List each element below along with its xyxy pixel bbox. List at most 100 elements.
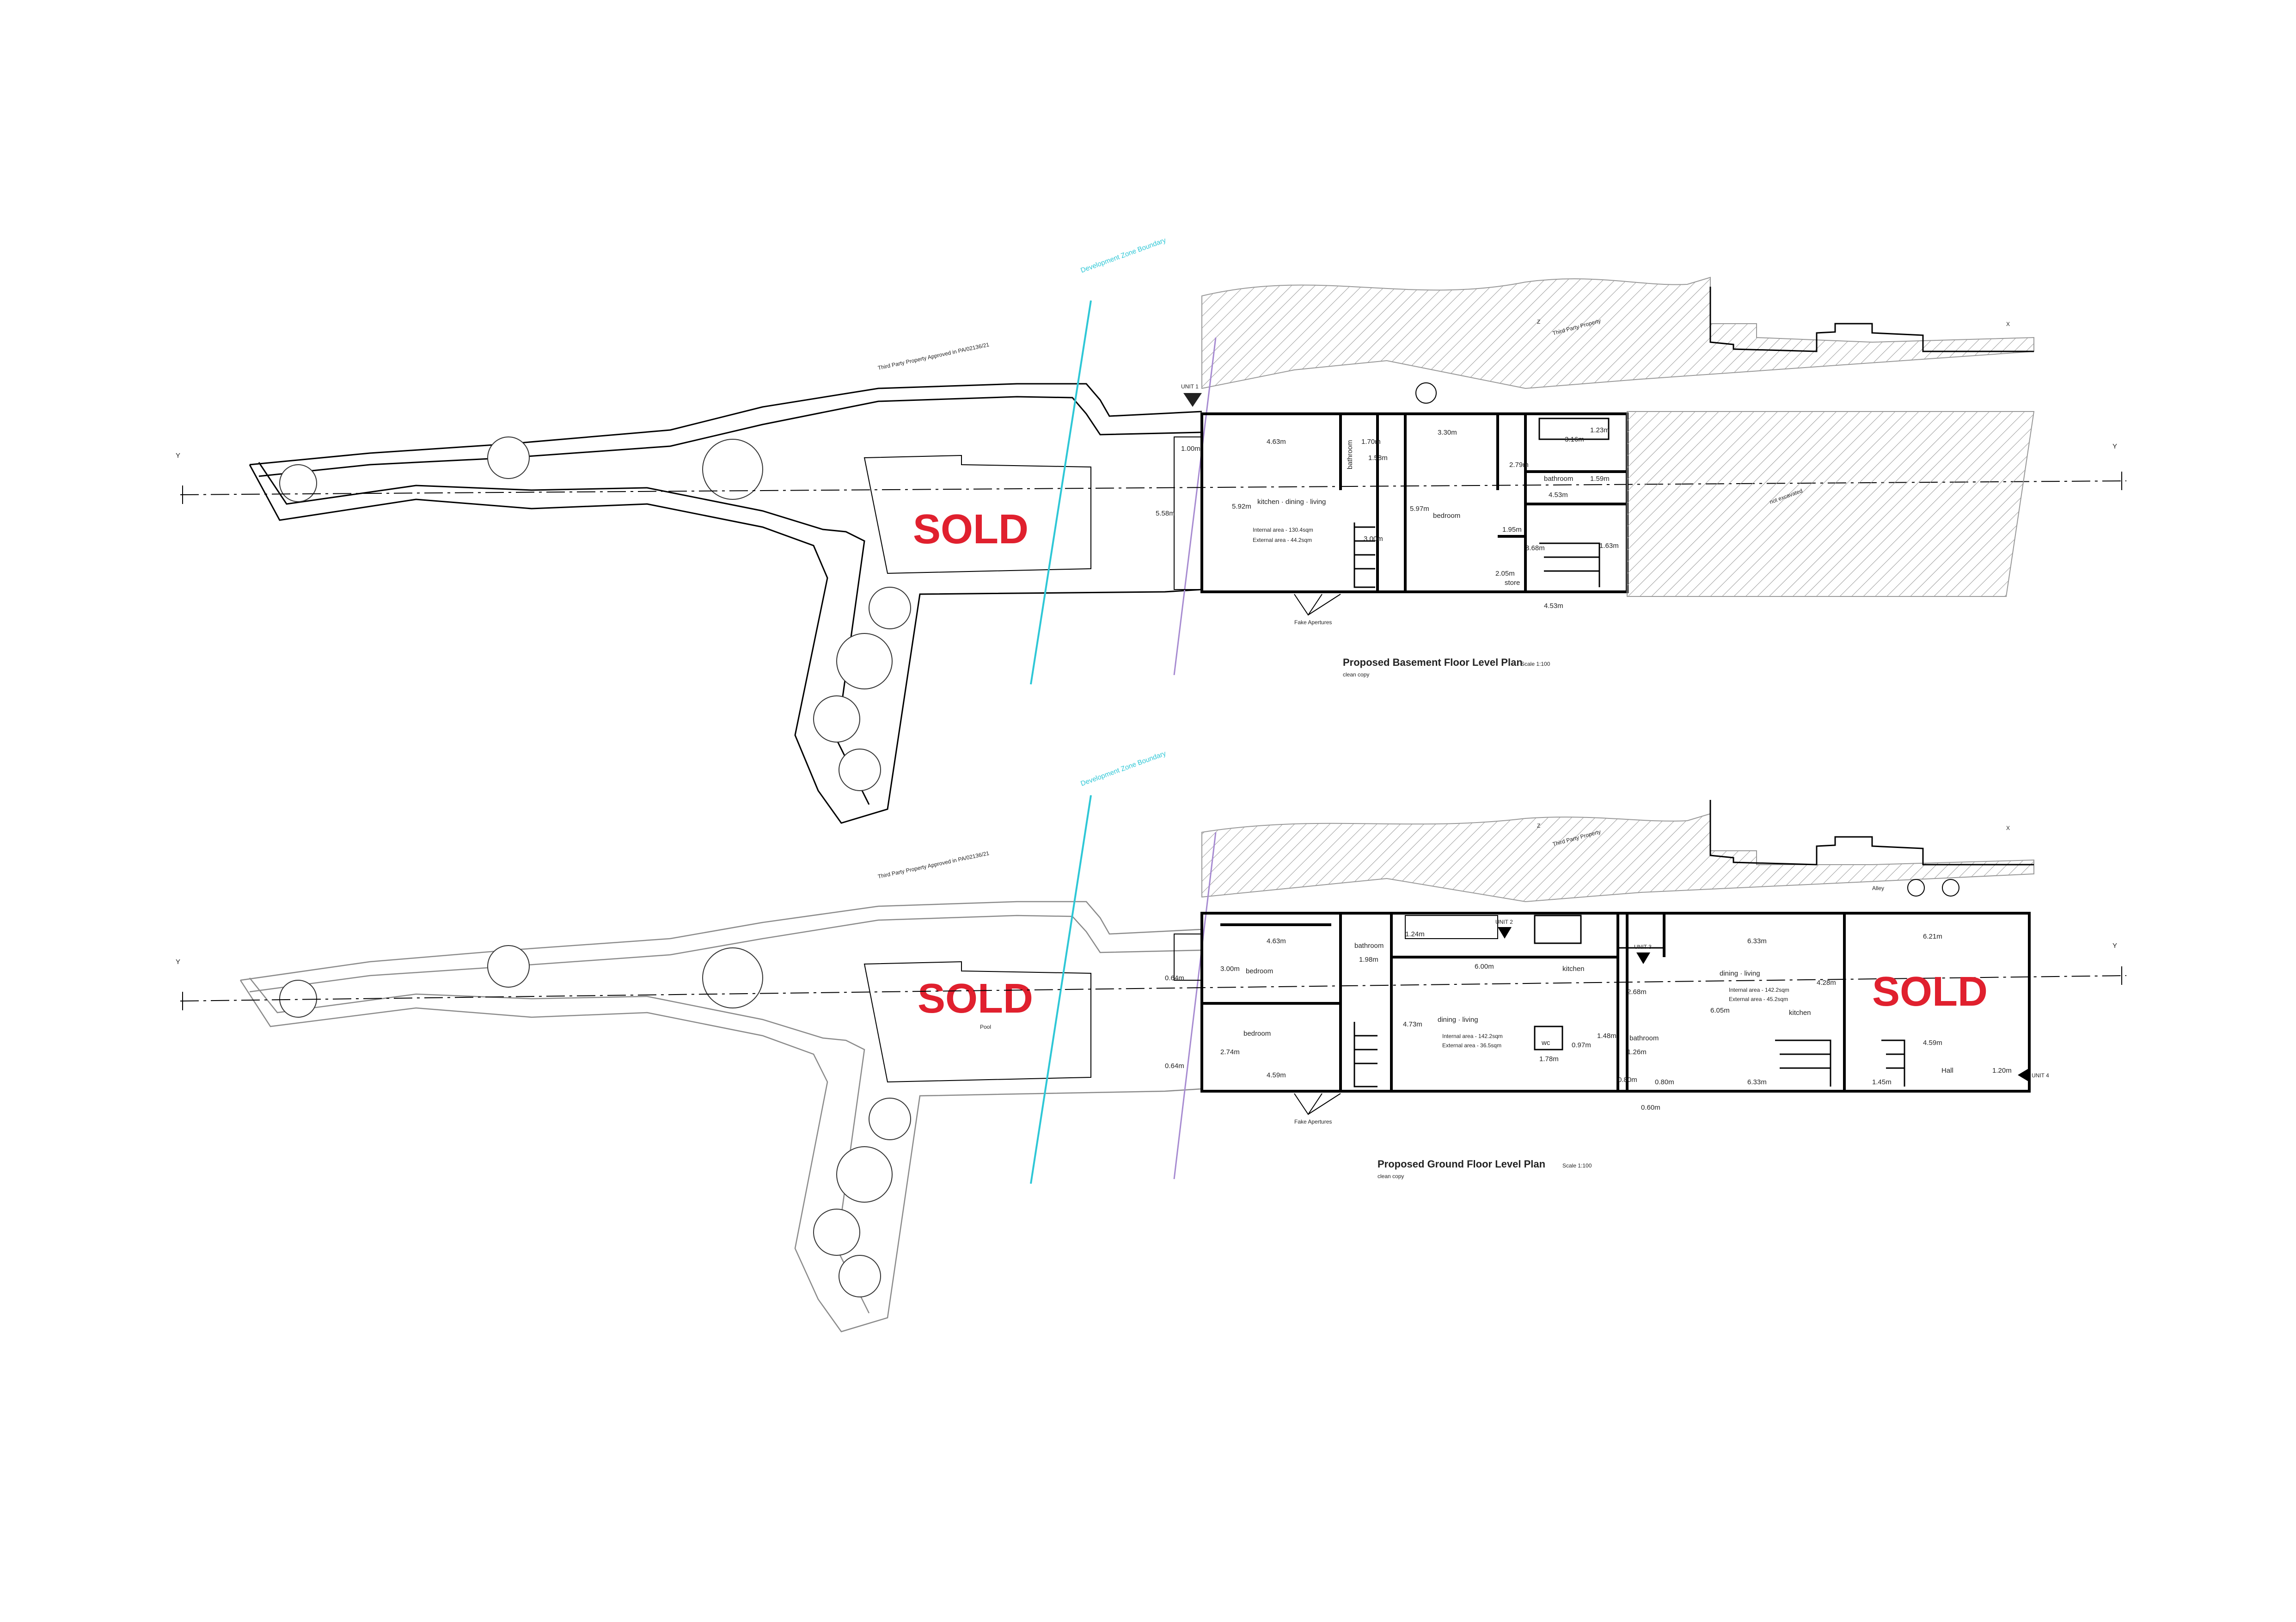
svg-text:Y: Y <box>176 452 180 460</box>
sold-plot-basement <box>863 455 1091 574</box>
svg-text:4.59m: 4.59m <box>1923 1039 1942 1047</box>
svg-text:1.58m: 1.58m <box>1368 454 1388 462</box>
svg-text:6.33m: 6.33m <box>1747 937 1767 945</box>
hall-label: Hall <box>1941 1067 1953 1075</box>
svg-text:1.98m: 1.98m <box>1359 956 1378 964</box>
site-boundary-basement <box>249 464 1202 824</box>
bathroom-2-ground: bathroom <box>1629 1034 1659 1042</box>
svg-text:2.68m: 2.68m <box>1627 988 1647 996</box>
svg-text:1.78m: 1.78m <box>1539 1055 1559 1063</box>
kitchen-1-ground: kitchen <box>1562 965 1585 973</box>
internal-area-basement: Internal area - 130.4sqm <box>1253 527 1313 533</box>
fake-apertures-basement: Fake Apertures <box>1294 619 1332 626</box>
svg-text:6.00m: 6.00m <box>1475 963 1494 971</box>
bedroom-label-basement: bedroom <box>1433 512 1460 520</box>
basement-plan-title: Proposed Basement Floor Level Plan <box>1343 657 1523 668</box>
svg-text:0.64m: 0.64m <box>1165 1062 1184 1070</box>
svg-text:Scale 1:100: Scale 1:100 <box>1521 661 1550 667</box>
svg-text:1.70m: 1.70m <box>1361 438 1381 446</box>
svg-text:4.53m: 4.53m <box>1544 602 1563 610</box>
bedroom-1-ground: bedroom <box>1246 967 1273 975</box>
svg-text:Z: Z <box>1537 823 1540 829</box>
internal-area-1-ground: Internal area - 142.2sqm <box>1442 1033 1503 1039</box>
bathroom-2-basement: bathroom <box>1544 475 1573 483</box>
ground-plan-subtitle: clean copy <box>1378 1173 1404 1180</box>
tree-group-basement <box>279 436 911 791</box>
svg-text:0.97m: 0.97m <box>1572 1041 1591 1049</box>
svg-text:4.53m: 4.53m <box>1549 491 1568 499</box>
north-arrow-basement <box>1415 382 1437 404</box>
ground-dimensions: 4.63m 1.24m 1.98m 3.00m 0.64m 2.74m 4.59… <box>1165 930 2012 1112</box>
third-party-hatch-ground <box>1201 813 2034 903</box>
third-party-hatch-basement <box>1201 276 2034 389</box>
svg-text:3.16m: 3.16m <box>1565 436 1584 443</box>
svg-text:0.60m: 0.60m <box>1641 1104 1660 1112</box>
svg-text:6.33m: 6.33m <box>1747 1078 1767 1086</box>
svg-text:2.74m: 2.74m <box>1220 1048 1240 1056</box>
svg-text:5.92m: 5.92m <box>1232 503 1251 510</box>
svg-text:0.64m: 0.64m <box>1165 974 1184 982</box>
svg-text:4.28m: 4.28m <box>1817 979 1836 987</box>
svg-text:1.48m: 1.48m <box>1597 1032 1616 1040</box>
svg-text:4.59m: 4.59m <box>1267 1071 1286 1079</box>
alley-label: Alley <box>1872 885 1884 891</box>
bedroom-2-ground: bedroom <box>1243 1030 1271 1038</box>
fake-apertures-ground: Fake Apertures <box>1294 1118 1332 1125</box>
svg-text:5.97m: 5.97m <box>1410 505 1429 513</box>
wc-label: wc <box>1541 1039 1550 1047</box>
pool-label: Pool <box>980 1024 991 1030</box>
svg-text:6.21m: 6.21m <box>1923 933 1942 940</box>
bathroom-1-basement: bathroom <box>1346 440 1354 469</box>
svg-text:Y: Y <box>2112 942 2117 950</box>
svg-text:3.30m: 3.30m <box>1438 429 1457 436</box>
svg-text:UNIT 4: UNIT 4 <box>2032 1072 2049 1079</box>
external-area-1-ground: External area - 36.5sqm <box>1442 1042 1501 1049</box>
svg-text:Z: Z <box>1537 319 1540 325</box>
svg-text:1.59m: 1.59m <box>1590 475 1610 483</box>
basement-plan-subtitle: clean copy <box>1343 671 1369 678</box>
kitchen-2-ground: kitchen <box>1789 1009 1811 1017</box>
dining-living-1: dining · living <box>1438 1016 1478 1024</box>
ground-plan-title: Proposed Ground Floor Level Plan <box>1378 1158 1545 1170</box>
svg-text:1.45m: 1.45m <box>1872 1078 1892 1086</box>
not-excavated-zone <box>1627 411 2035 597</box>
svg-text:1.24m: 1.24m <box>1405 930 1425 938</box>
svg-text:UNIT 1: UNIT 1 <box>1181 383 1199 390</box>
svg-text:1.20m: 1.20m <box>1992 1067 2012 1075</box>
basement-plan: SOLD Development Zone Boundary Y Y Third… <box>176 236 2127 824</box>
boundary-label-ground: Development Zone Boundary <box>1080 750 1168 788</box>
svg-text:6.05m: 6.05m <box>1710 1007 1730 1014</box>
svg-text:4.63m: 4.63m <box>1267 438 1286 446</box>
svg-text:2.05m: 2.05m <box>1495 570 1515 578</box>
third-party-label-ground: Third Party Property Approved in PA/0213… <box>877 850 990 880</box>
svg-text:3.00m: 3.00m <box>1364 535 1383 543</box>
svg-text:1.23m: 1.23m <box>1590 426 1610 434</box>
external-area-2-ground: External area - 45.2sqm <box>1729 996 1788 1002</box>
svg-text:2.79m: 2.79m <box>1509 461 1529 469</box>
svg-text:1.63m: 1.63m <box>1599 542 1619 550</box>
internal-area-2-ground: Internal area - 142.2sqm <box>1729 987 1789 993</box>
sold-label-ground-left: SOLD <box>918 976 1033 1022</box>
sold-label-basement: SOLD <box>913 506 1029 553</box>
store-label-basement: store <box>1505 579 1520 587</box>
svg-text:1.26m: 1.26m <box>1627 1048 1647 1056</box>
svg-text:1.00m: 1.00m <box>1181 445 1200 453</box>
svg-text:UNIT 3: UNIT 3 <box>1634 944 1652 950</box>
third-party-label-basement: Third Party Property Approved in PA/0213… <box>877 341 990 371</box>
svg-text:4.63m: 4.63m <box>1267 937 1286 945</box>
svg-text:4.73m: 4.73m <box>1403 1020 1422 1028</box>
svg-text:0.80m: 0.80m <box>1655 1078 1674 1086</box>
kitchen-label-basement: kitchen · dining · living <box>1257 498 1326 506</box>
svg-text:5.58m: 5.58m <box>1156 510 1175 517</box>
svg-text:0.80m: 0.80m <box>1618 1076 1637 1084</box>
dining-living-2: dining · living <box>1720 970 1760 977</box>
svg-text:3.00m: 3.00m <box>1220 965 1240 973</box>
svg-text:X: X <box>2006 321 2010 327</box>
svg-text:Y: Y <box>176 958 180 966</box>
bathroom-1-ground: bathroom <box>1354 942 1384 950</box>
boundary-label-basement: Development Zone Boundary <box>1080 236 1168 275</box>
external-area-basement: External area - 44.2sqm <box>1253 537 1312 543</box>
svg-text:UNIT 2: UNIT 2 <box>1495 919 1513 925</box>
pool-plot-ground <box>863 961 1091 1083</box>
